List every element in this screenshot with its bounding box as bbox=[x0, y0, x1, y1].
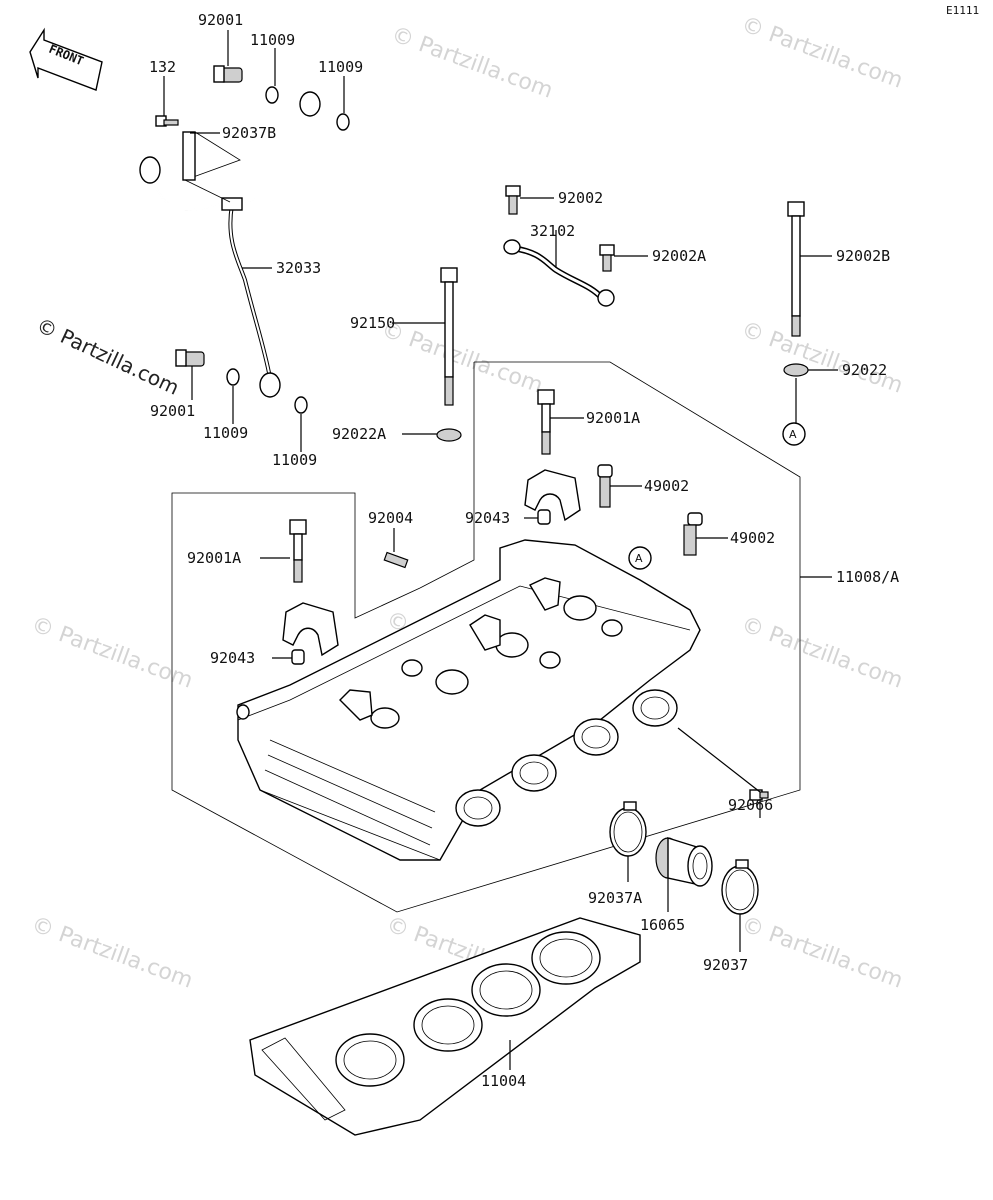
plug-92066 bbox=[749, 789, 769, 801]
part-label: 92002 bbox=[558, 189, 603, 207]
bolt-92001a-lower bbox=[289, 519, 307, 583]
part-label: 49002 bbox=[644, 477, 689, 495]
bolt-132 bbox=[155, 115, 179, 127]
part-label: 16065 bbox=[640, 916, 685, 934]
part-label: 92022A bbox=[332, 425, 386, 443]
valve-49002-upper bbox=[597, 464, 613, 508]
part-label: 32033 bbox=[276, 259, 321, 277]
part-label: 92002A bbox=[652, 247, 706, 265]
dowel-92043-lower bbox=[291, 649, 305, 665]
watermark: © Partzilla.com bbox=[378, 317, 546, 399]
washer-92022 bbox=[783, 363, 809, 377]
part-label: 11008/A bbox=[836, 568, 899, 586]
head-gasket-11004 bbox=[249, 917, 641, 1136]
washer-11009-d bbox=[294, 396, 308, 414]
part-label: 92037B bbox=[222, 124, 276, 142]
washer-11009-b bbox=[336, 113, 350, 131]
watermark: © Partzilla.com bbox=[738, 612, 906, 694]
washer-11009-a bbox=[265, 86, 279, 104]
bolt-92002b bbox=[787, 201, 805, 337]
leader-lines bbox=[163, 30, 838, 1070]
part-label: 11009 bbox=[318, 58, 363, 76]
bolt-92001-top bbox=[213, 65, 243, 83]
clamp-92037a bbox=[609, 801, 647, 857]
watermark-dark: © Partzilla.com bbox=[33, 313, 183, 400]
cam-cap-upper bbox=[524, 469, 581, 522]
clamp-92037 bbox=[721, 859, 759, 915]
bolt-92001-lower bbox=[175, 349, 205, 367]
part-label: 92001A bbox=[586, 409, 640, 427]
part-label: 92043 bbox=[210, 649, 255, 667]
washer-11009-c bbox=[226, 368, 240, 386]
stud-92150 bbox=[440, 267, 458, 406]
dowel-92043-upper bbox=[537, 509, 551, 525]
intake-port-1 bbox=[455, 789, 501, 827]
front-arrow-icon: FRONT bbox=[29, 27, 103, 91]
part-label: 11009 bbox=[203, 424, 248, 442]
part-label: 92066 bbox=[728, 796, 773, 814]
part-label: 92043 bbox=[465, 509, 510, 527]
part-label: 32102 bbox=[530, 222, 575, 240]
watermark-layer: © Partzilla.com © Partzilla.com © Partzi… bbox=[28, 12, 906, 994]
watermark: © Partzilla.com bbox=[738, 12, 906, 94]
valve-49002-lower bbox=[683, 512, 703, 556]
part-label: 11009 bbox=[272, 451, 317, 469]
diagram-code: E1111 bbox=[946, 4, 979, 17]
bracket-32102 bbox=[503, 239, 615, 307]
part-labels: 92001 11009 11009 132 92037B 32033 92001… bbox=[149, 11, 899, 1090]
bolt-92002a bbox=[599, 244, 615, 272]
cam-cap-lower bbox=[282, 602, 339, 657]
watermark: © Partzilla.com bbox=[388, 22, 556, 104]
part-label: 132 bbox=[149, 58, 176, 76]
intake-port-3 bbox=[573, 718, 619, 756]
watermark: © Partzilla.com bbox=[738, 912, 906, 994]
part-label: 11009 bbox=[250, 31, 295, 49]
marker-a-right: A bbox=[782, 422, 806, 446]
bolt-92002 bbox=[505, 185, 521, 215]
part-label: 92002B bbox=[836, 247, 890, 265]
assembly-outline bbox=[171, 361, 801, 913]
bolt-92001a-upper bbox=[537, 389, 555, 455]
part-label: 92022 bbox=[842, 361, 887, 379]
part-label: 92037A bbox=[588, 889, 642, 907]
intake-port-2 bbox=[511, 754, 557, 792]
part-label: 92001 bbox=[198, 11, 243, 29]
watermark: © Partzilla.com bbox=[28, 912, 196, 994]
part-label: 92001A bbox=[187, 549, 241, 567]
part-label: 11004 bbox=[481, 1072, 526, 1090]
svg-text:A: A bbox=[789, 428, 797, 441]
part-label: 92150 bbox=[350, 314, 395, 332]
holder-16065 bbox=[655, 837, 713, 887]
oil-pipe-32033 bbox=[139, 91, 321, 398]
part-label: 92037 bbox=[703, 956, 748, 974]
stud-92004 bbox=[383, 551, 409, 569]
clip-92037b bbox=[182, 131, 241, 203]
cylinder-head bbox=[236, 539, 701, 861]
watermark: © Partzilla.com bbox=[28, 612, 196, 694]
watermark: © Partzilla.com bbox=[738, 317, 906, 399]
marker-a-head: A bbox=[628, 546, 652, 570]
intake-port-4 bbox=[632, 689, 678, 727]
part-label: 92001 bbox=[150, 402, 195, 420]
part-label: 49002 bbox=[730, 529, 775, 547]
washer-92022a bbox=[436, 428, 462, 442]
part-label: 92004 bbox=[368, 509, 413, 527]
svg-text:A: A bbox=[635, 552, 643, 565]
